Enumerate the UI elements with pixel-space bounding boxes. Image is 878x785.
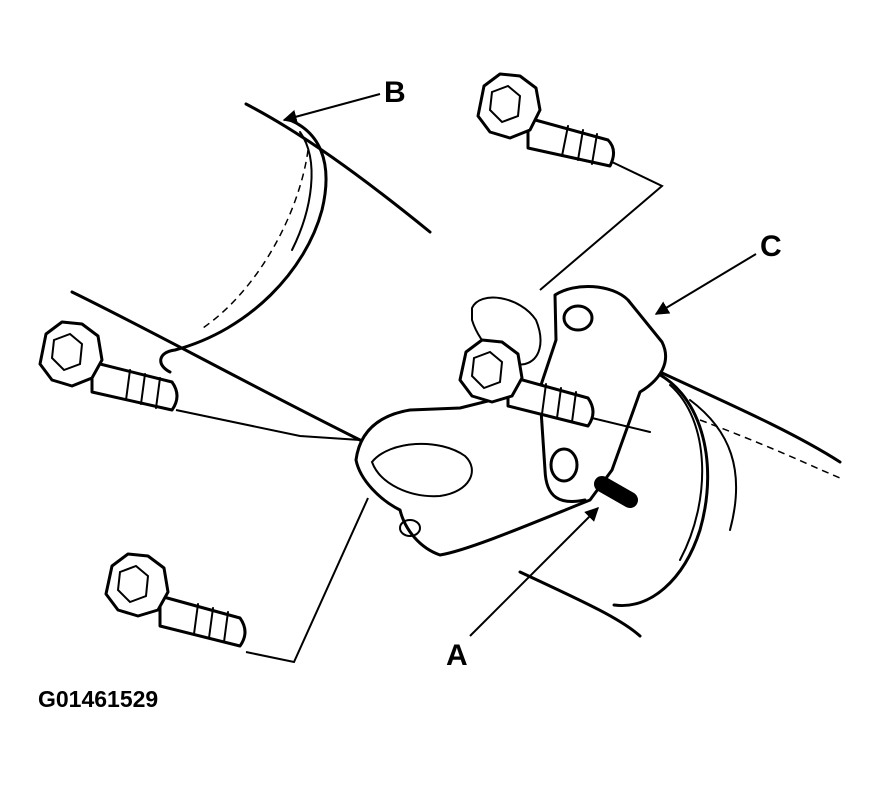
- flange-stud: [594, 476, 638, 508]
- rear-pipe: [518, 368, 842, 638]
- bolt-alignment-lines: [175, 161, 664, 664]
- bolt-bottom: [104, 552, 247, 648]
- front-pipe: [70, 102, 432, 442]
- callout-arrow-a: [469, 507, 599, 637]
- callout-label-b: B: [384, 76, 406, 109]
- flange-joint: [354, 285, 668, 557]
- callout-arrow-b: [282, 93, 381, 124]
- callout-label-c: C: [760, 230, 782, 263]
- figure-id: G01461529: [38, 686, 159, 712]
- bolt-top: [476, 72, 615, 168]
- callout-label-a: A: [446, 639, 468, 672]
- callout-arrow-c: [654, 253, 757, 315]
- bolt-left: [38, 320, 179, 412]
- bolt-center: [458, 338, 595, 428]
